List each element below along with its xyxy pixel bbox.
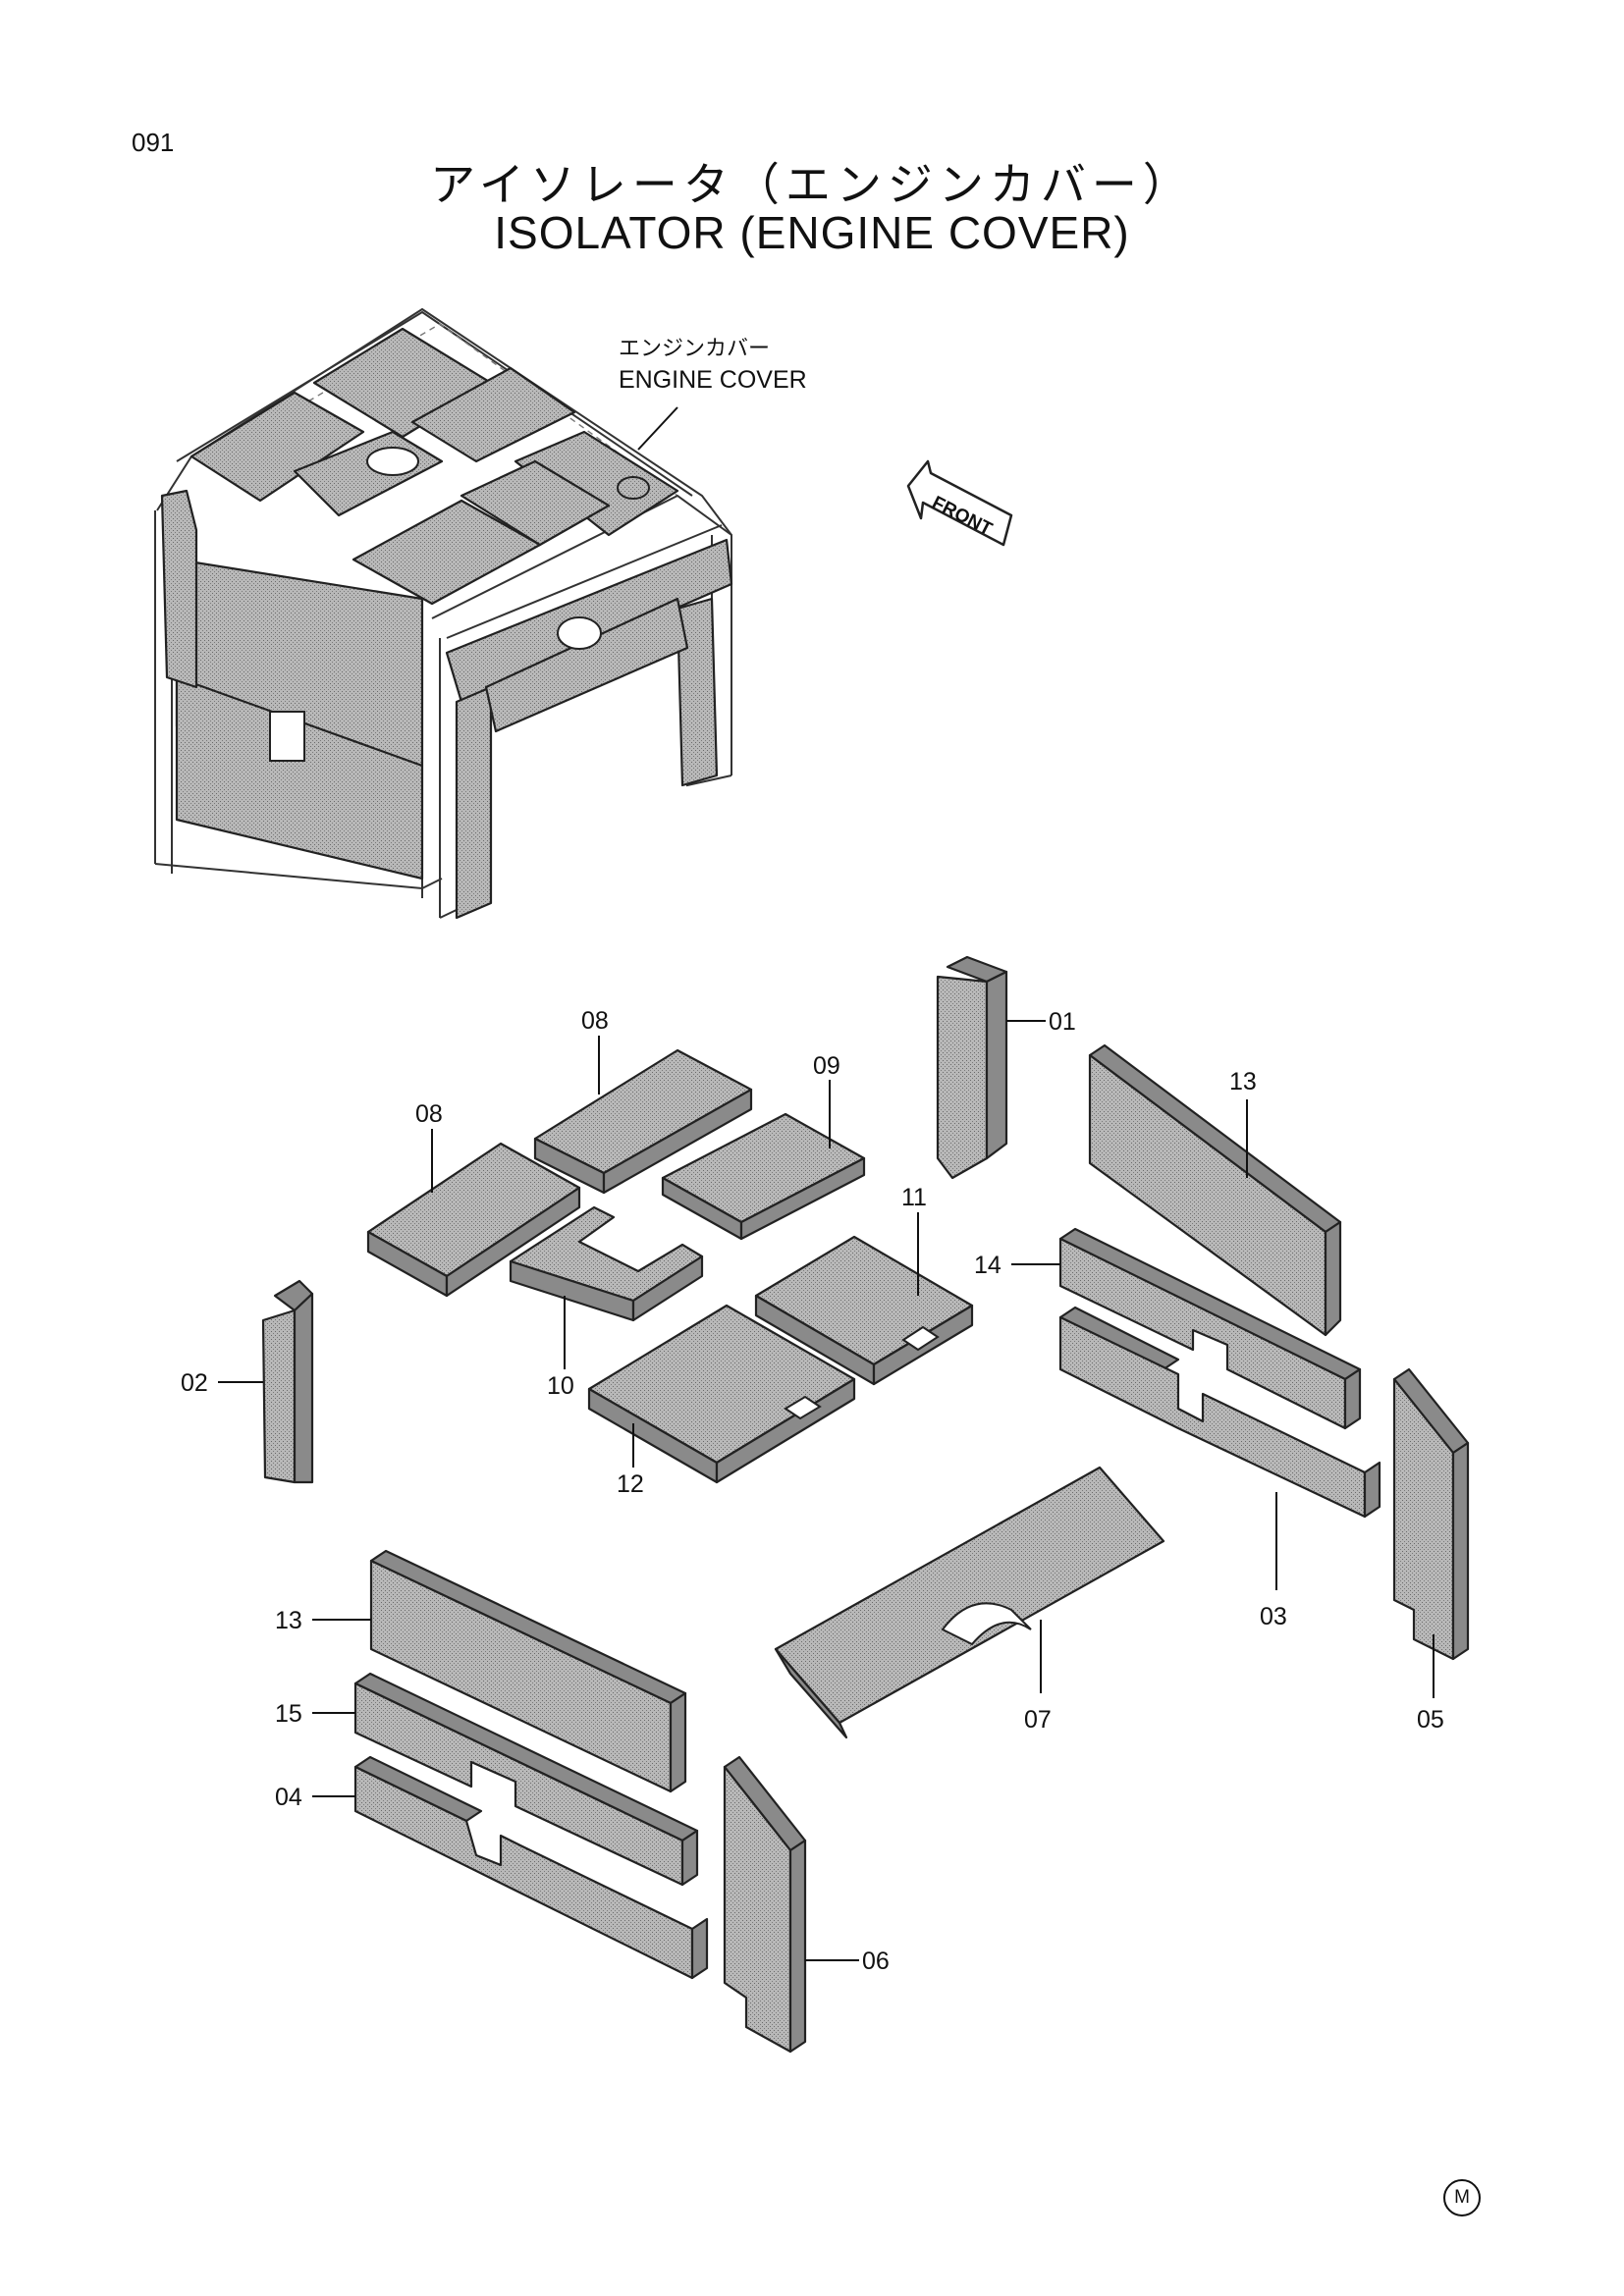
part-09 <box>661 1112 866 1241</box>
engine-cover-label-en: ENGINE COVER <box>619 366 807 394</box>
part-04 <box>353 1755 709 1980</box>
part-13-lower <box>369 1549 687 1793</box>
part-08-lower <box>366 1142 581 1298</box>
front-arrow-icon: FRONT <box>906 459 1013 547</box>
part-06 <box>723 1755 807 2054</box>
callout-12: 12 <box>617 1470 644 1498</box>
part-05 <box>1392 1367 1470 1661</box>
callout-11: 11 <box>901 1184 927 1211</box>
callout-09: 09 <box>813 1052 840 1080</box>
callout-14: 14 <box>974 1252 1001 1279</box>
part-07 <box>774 1466 1165 1739</box>
page-number: 091 <box>132 128 175 157</box>
page-title-japanese: アイソレータ（エンジンカバー） <box>430 158 1194 211</box>
callout-03: 03 <box>1260 1603 1287 1630</box>
callout-08-upper: 08 <box>581 1007 609 1035</box>
part-14 <box>1058 1227 1362 1430</box>
callout-07: 07 <box>1024 1706 1052 1734</box>
part-08-upper <box>533 1048 753 1195</box>
callout-08-lower: 08 <box>415 1100 443 1128</box>
callout-06: 06 <box>862 1948 890 1975</box>
part-11 <box>754 1235 974 1386</box>
callout-15: 15 <box>275 1700 302 1728</box>
callout-10: 10 <box>547 1372 574 1400</box>
engine-cover-assembly <box>154 307 733 920</box>
part-03 <box>1058 1306 1381 1519</box>
part-01 <box>936 955 1008 1180</box>
part-15 <box>353 1672 699 1887</box>
part-13-upper <box>1088 1043 1342 1337</box>
callout-13-upper: 13 <box>1229 1068 1257 1095</box>
page-title-english: ISOLATOR (ENGINE COVER) <box>494 207 1130 258</box>
callout-02: 02 <box>181 1369 208 1397</box>
manufacturer-mark: M <box>1443 2179 1481 2216</box>
callout-13-lower: 13 <box>275 1607 302 1634</box>
engine-cover-label-jp: エンジンカバー <box>619 337 770 361</box>
part-10 <box>509 1205 704 1322</box>
part-02 <box>261 1279 314 1484</box>
callout-04: 04 <box>275 1784 302 1811</box>
part-12 <box>587 1304 856 1484</box>
callout-05: 05 <box>1417 1706 1444 1734</box>
callout-01: 01 <box>1049 1008 1076 1036</box>
